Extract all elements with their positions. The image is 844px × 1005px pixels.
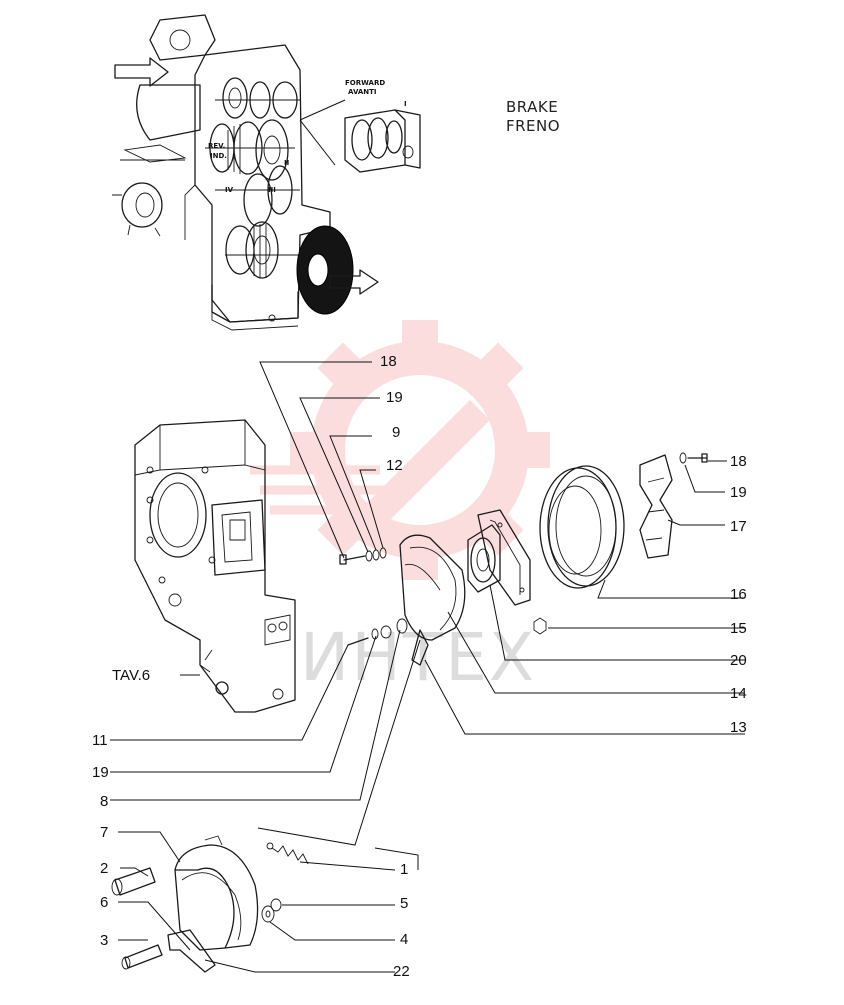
gear-label-III: III xyxy=(268,186,276,194)
watermark-logo xyxy=(250,320,550,580)
callout-19-right: 19 xyxy=(730,484,747,501)
gear-label-IV: IV xyxy=(225,186,234,194)
callout-4: 4 xyxy=(400,931,408,948)
callout-5: 5 xyxy=(400,895,408,912)
transmission-housing-illustration xyxy=(134,419,296,713)
gear-label-II: II xyxy=(284,159,289,167)
callout-7: 7 xyxy=(100,824,108,841)
leader-lines xyxy=(110,361,745,973)
callout-19-left: 19 xyxy=(92,764,109,781)
title-brake: BRAKE xyxy=(506,98,558,116)
forward-label-en: FORWARD xyxy=(345,79,385,87)
title-freno: FRENO xyxy=(506,117,560,135)
callout-18-top: 18 xyxy=(380,353,397,370)
table-ref-tav6: TAV.6 xyxy=(112,667,150,684)
lower-shoe-assembly xyxy=(111,835,309,973)
callout-19-top: 19 xyxy=(386,389,403,406)
callout-2: 2 xyxy=(100,860,108,877)
callout-15: 15 xyxy=(730,620,747,637)
watermark-text: ИНТЕХ xyxy=(300,619,536,696)
callout-18-right: 18 xyxy=(730,453,747,470)
callout-17: 17 xyxy=(730,518,747,535)
callout-8: 8 xyxy=(100,793,108,810)
callout-16: 16 xyxy=(730,586,747,603)
callout-labels: 18 19 9 12 18 19 17 16 15 20 14 13 11 19… xyxy=(92,353,747,980)
callout-1: 1 xyxy=(400,861,408,878)
gearbox-assembly-illustration: REV. IND. II III IV FORWARD AVANTI I xyxy=(112,14,421,331)
callout-12: 12 xyxy=(386,457,403,474)
callout-13: 13 xyxy=(730,719,747,736)
brake-exploded-view xyxy=(339,452,708,666)
callout-3: 3 xyxy=(100,932,108,949)
forward-label-it: AVANTI xyxy=(348,88,377,96)
callout-20: 20 xyxy=(730,652,747,669)
callout-6: 6 xyxy=(100,894,108,911)
callout-22: 22 xyxy=(393,963,410,980)
gear-label-ind: IND. xyxy=(210,152,227,160)
callout-9: 9 xyxy=(392,424,400,441)
callout-11: 11 xyxy=(92,732,108,749)
forward-ref-I: I xyxy=(404,100,407,108)
callout-14: 14 xyxy=(730,685,747,702)
gear-label-rev: REV. xyxy=(208,142,225,150)
